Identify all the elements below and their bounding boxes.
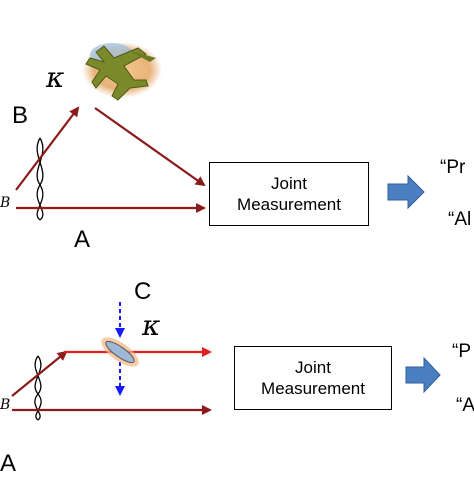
top-quote-1: “Pr xyxy=(440,157,466,178)
beam-splitter-icon xyxy=(101,337,139,367)
top-label-a: A xyxy=(74,226,91,253)
bottom-joint-measurement-box: Joint Measurement xyxy=(234,346,392,410)
top-quote-2: “Al xyxy=(448,209,472,230)
top-label-b: B xyxy=(12,102,29,129)
bottom-arrow-diagonal xyxy=(11,350,68,397)
top-label-kappa: κ xyxy=(46,61,65,94)
bottom-box-line1: Joint xyxy=(295,357,331,377)
top-label-source: B xyxy=(0,195,11,211)
bottom-source-beam-icon xyxy=(34,355,42,421)
top-joint-measurement-box: Joint Measurement xyxy=(209,162,369,226)
top-source-beam-icon xyxy=(36,137,44,221)
top-output-arrow xyxy=(387,174,425,210)
top-box-line1: Joint xyxy=(271,173,307,193)
bottom-label-kappa: κ xyxy=(142,309,161,342)
bottom-label-source: B xyxy=(0,397,11,413)
bottom-label-a: A xyxy=(0,450,17,477)
bottom-label-c: C xyxy=(134,278,152,305)
airplane-icon xyxy=(82,42,162,101)
top-arrow-b xyxy=(15,106,80,191)
top-arrow-reflect xyxy=(94,107,206,187)
bottom-quote-1: “P xyxy=(452,341,471,362)
bottom-box-line2: Measurement xyxy=(261,379,365,398)
top-box-line2: Measurement xyxy=(237,195,341,214)
bottom-output-arrow xyxy=(405,356,441,394)
bottom-quote-2: “A xyxy=(456,395,474,416)
